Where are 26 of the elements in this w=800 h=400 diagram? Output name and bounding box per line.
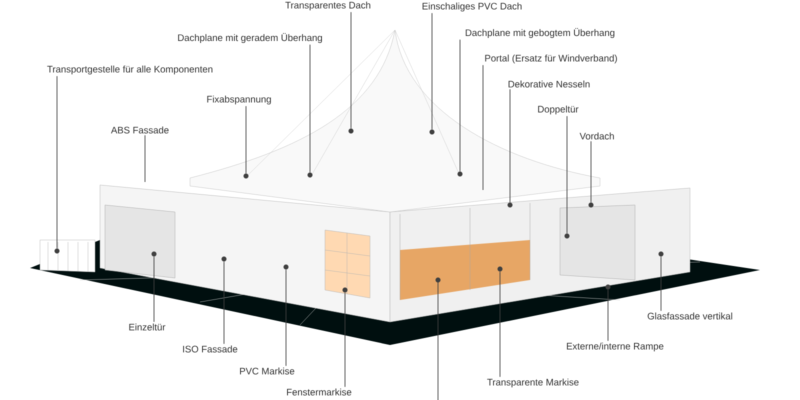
- leader-line: [660, 256, 662, 312]
- leader-line: [56, 76, 58, 249]
- part-label: Portal (Ersatz für Windverband): [485, 54, 617, 64]
- part-label: Vordach: [580, 132, 614, 140]
- part-label: Dekorative Nesseln: [508, 80, 590, 88]
- part-label: Einschaliges PVC Dach: [422, 2, 522, 12]
- leader-line: [590, 140, 592, 203]
- part-label: Einzeltür: [129, 324, 166, 330]
- leader-line: [566, 116, 568, 234]
- part-label: PVC Markise: [240, 368, 294, 374]
- part-label: Dachplane mit geradem Überhang: [178, 33, 322, 43]
- part-label: Fixabspannung: [207, 96, 271, 104]
- leader-line: [344, 292, 346, 388]
- leader-line: [144, 134, 146, 182]
- part-label: ISO Fassade: [183, 346, 238, 352]
- leader-line: [482, 64, 484, 190]
- part-label: Transparente Markise: [487, 378, 579, 388]
- part-label: Transportgestelle für alle Komponenten: [47, 66, 212, 74]
- leader-line: [350, 12, 352, 129]
- part-label: ABS Fassade: [110, 126, 169, 134]
- part-label: Glasfassade vertikal: [648, 312, 732, 320]
- part-label: Doppeltür: [538, 106, 578, 114]
- part-label: Externe/interne Rampe: [566, 342, 664, 352]
- part-label: Fenstermarkise: [287, 388, 352, 396]
- part-label: Dachplane mit gebogtem Überhang: [466, 28, 614, 38]
- part-label: Transparentes Dach: [285, 2, 370, 10]
